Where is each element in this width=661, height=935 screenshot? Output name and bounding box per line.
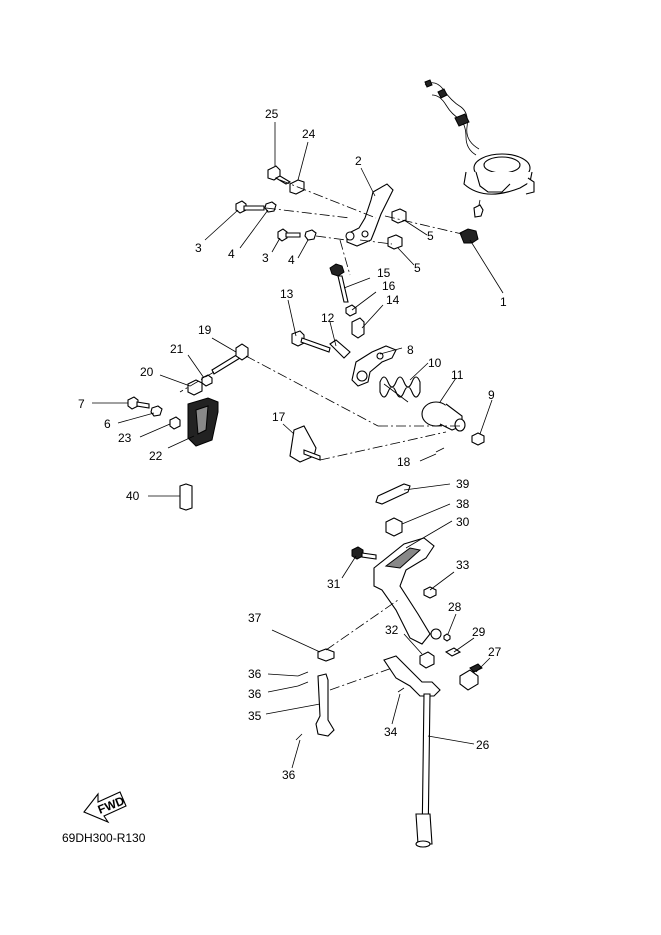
callout-38: 38 bbox=[456, 497, 470, 511]
part-40 bbox=[148, 483, 193, 511]
part-4-lower bbox=[297, 229, 317, 259]
part-15 bbox=[329, 263, 371, 303]
callout-19: 19 bbox=[198, 323, 212, 337]
part-2 bbox=[345, 167, 394, 247]
part-1 bbox=[459, 204, 504, 294]
callout-18: 18 bbox=[397, 455, 411, 469]
part-30 bbox=[373, 520, 453, 645]
callout-29: 29 bbox=[472, 625, 486, 639]
callout-31: 31 bbox=[327, 577, 341, 591]
part-32 bbox=[403, 633, 435, 669]
part-4-upper bbox=[239, 201, 277, 249]
part-3-lower bbox=[271, 228, 301, 253]
part-35 bbox=[265, 673, 335, 737]
part-11 bbox=[421, 377, 466, 432]
callout-labels: 1 2 3 3 4 4 5 5 7 6 8 9 10 11 12 13 14 1… bbox=[78, 107, 507, 782]
part-23 bbox=[139, 416, 181, 438]
callout-40: 40 bbox=[126, 489, 140, 503]
part-29 bbox=[444, 637, 475, 657]
callout-3b: 3 bbox=[262, 251, 269, 265]
callout-11: 11 bbox=[451, 368, 464, 382]
part-8 bbox=[351, 345, 403, 387]
diagram-code: 69DH300-R130 bbox=[62, 831, 146, 845]
part-28 bbox=[443, 613, 457, 642]
part-31 bbox=[341, 546, 377, 579]
part-24 bbox=[289, 141, 309, 195]
callout-5b: 5 bbox=[414, 261, 421, 275]
callout-6: 6 bbox=[104, 417, 111, 431]
part-14 bbox=[351, 304, 384, 339]
callout-30: 30 bbox=[456, 515, 470, 529]
fwd-arrow-icon: FWD bbox=[83, 791, 127, 824]
callout-12: 12 bbox=[321, 311, 335, 325]
callout-4b: 4 bbox=[288, 253, 295, 267]
callout-2: 2 bbox=[355, 154, 362, 168]
part-16 bbox=[345, 291, 377, 317]
callout-15: 15 bbox=[377, 266, 391, 280]
callout-17: 17 bbox=[272, 410, 286, 424]
callout-20: 20 bbox=[140, 365, 154, 379]
control-box-harness bbox=[424, 79, 535, 211]
callout-36c: 36 bbox=[282, 768, 296, 782]
callout-36a: 36 bbox=[248, 667, 262, 681]
part-36-pins bbox=[267, 671, 309, 769]
callout-24: 24 bbox=[302, 127, 316, 141]
callout-25: 25 bbox=[265, 107, 279, 121]
part-13 bbox=[287, 299, 331, 353]
part-21 bbox=[187, 354, 213, 387]
callout-16: 16 bbox=[382, 279, 396, 293]
callout-32: 32 bbox=[385, 623, 399, 637]
callout-35: 35 bbox=[248, 709, 262, 723]
callout-37: 37 bbox=[248, 611, 262, 625]
part-22 bbox=[167, 397, 219, 449]
part-3-upper bbox=[204, 200, 265, 241]
callout-21: 21 bbox=[170, 342, 184, 356]
part-17 bbox=[282, 423, 321, 463]
part-37 bbox=[271, 629, 335, 662]
part-5-upper bbox=[391, 208, 428, 236]
callout-5a: 5 bbox=[427, 229, 434, 243]
part-38 bbox=[385, 503, 451, 537]
part-25 bbox=[267, 122, 292, 185]
callout-1: 1 bbox=[500, 295, 507, 309]
callout-8: 8 bbox=[407, 343, 414, 357]
part-18 bbox=[419, 447, 445, 462]
part-26 bbox=[383, 655, 475, 848]
callout-34: 34 bbox=[384, 725, 398, 739]
callout-14: 14 bbox=[386, 293, 400, 307]
callout-9: 9 bbox=[488, 388, 495, 402]
part-5-lower bbox=[387, 234, 415, 266]
part-34 bbox=[391, 687, 405, 725]
part-27 bbox=[459, 657, 491, 691]
part-6 bbox=[117, 405, 163, 424]
callout-33: 33 bbox=[456, 558, 470, 572]
part-19 bbox=[211, 337, 249, 375]
callout-39: 39 bbox=[456, 477, 470, 491]
callout-36b: 36 bbox=[248, 687, 262, 701]
callout-27: 27 bbox=[488, 645, 502, 659]
callout-3a: 3 bbox=[195, 241, 202, 255]
part-33 bbox=[423, 571, 455, 599]
part-9 bbox=[471, 399, 493, 446]
callout-13: 13 bbox=[280, 287, 294, 301]
part-10 bbox=[379, 362, 429, 403]
callout-22: 22 bbox=[149, 449, 163, 463]
part-20 bbox=[159, 374, 203, 396]
part-7 bbox=[92, 396, 150, 410]
callout-28: 28 bbox=[448, 600, 462, 614]
callout-23: 23 bbox=[118, 431, 132, 445]
part-39 bbox=[375, 483, 451, 505]
callout-7: 7 bbox=[78, 397, 85, 411]
callout-10: 10 bbox=[428, 356, 442, 370]
part-12 bbox=[329, 321, 351, 359]
callout-26: 26 bbox=[476, 738, 490, 752]
callout-4a: 4 bbox=[228, 247, 235, 261]
